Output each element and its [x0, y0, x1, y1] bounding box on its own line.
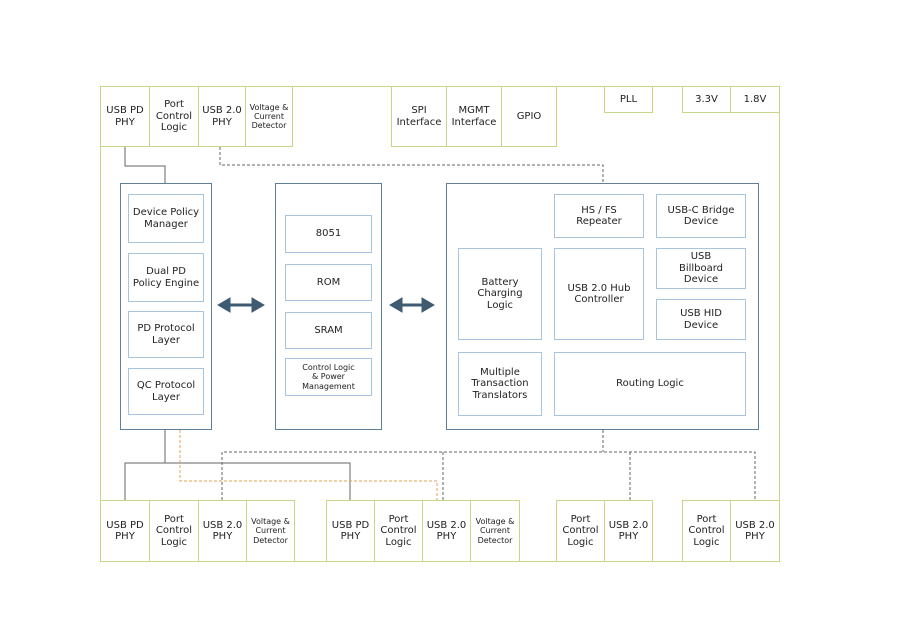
- usb20-hub-controller: USB 2.0 Hub Controller: [554, 248, 644, 340]
- orange-dashed-connector: [179, 430, 438, 500]
- top-dashed-connector: [219, 147, 604, 183]
- bottom4-usb20-phy: USB 2.0 PHY: [730, 500, 780, 562]
- usb-billboard-device: USB Billboard Device: [656, 248, 746, 289]
- hs-fs-repeater: HS / FS Repeater: [554, 194, 644, 238]
- double-arrow-left: [217, 297, 265, 313]
- gpio: GPIO: [501, 86, 557, 147]
- top-port-control-logic: Port Control Logic: [149, 86, 199, 147]
- bottom3-usb20-phy: USB 2.0 PHY: [604, 500, 653, 562]
- multiple-transaction-translators: Multiple Transaction Translators: [458, 352, 542, 416]
- mgmt-interface: MGMT Interface: [446, 86, 502, 147]
- pd-protocol-layer: PD Protocol Layer: [128, 311, 204, 358]
- voltage-1v8: 1.8V: [730, 86, 780, 113]
- bottom2-usb-pd-phy: USB PD PHY: [326, 500, 375, 562]
- bottom2-voltage-detector: Voltage & Current Detector: [470, 500, 520, 562]
- control-logic-power-management: Control Logic & Power Management: [285, 358, 372, 396]
- bottom1-usb20-phy: USB 2.0 PHY: [198, 500, 247, 562]
- usbc-bridge-device: USB-C Bridge Device: [656, 194, 746, 238]
- bottom1-voltage-detector: Voltage & Current Detector: [246, 500, 295, 562]
- pll: PLL: [604, 86, 653, 113]
- top-left-connector: [124, 147, 166, 183]
- bottom2-port-control-logic: Port Control Logic: [374, 500, 423, 562]
- qc-protocol-layer: QC Protocol Layer: [128, 368, 204, 415]
- top-usb-pd-phy: USB PD PHY: [100, 86, 150, 147]
- bottom4-port-control-logic: Port Control Logic: [682, 500, 731, 562]
- bottom1-usb-pd-phy: USB PD PHY: [100, 500, 150, 562]
- bottom3-port-control-logic: Port Control Logic: [556, 500, 605, 562]
- top-usb20-phy: USB 2.0 PHY: [198, 86, 246, 147]
- top-voltage-detector: Voltage & Current Detector: [245, 86, 293, 147]
- spi-interface: SPI Interface: [391, 86, 447, 147]
- usb-hid-device: USB HID Device: [656, 299, 746, 340]
- rom: ROM: [285, 264, 372, 301]
- bottom2-usb20-phy: USB 2.0 PHY: [422, 500, 471, 562]
- dual-pd-policy-engine: Dual PD Policy Engine: [128, 253, 204, 302]
- mcu-8051: 8051: [285, 215, 372, 253]
- sram: SRAM: [285, 312, 372, 349]
- bottom1-port-control-logic: Port Control Logic: [149, 500, 199, 562]
- routing-logic: Routing Logic: [554, 352, 746, 416]
- double-arrow-right: [389, 297, 435, 313]
- device-policy-manager: Device Policy Manager: [128, 194, 204, 243]
- voltage-3v3: 3.3V: [682, 86, 731, 113]
- dashed-bus: [221, 451, 756, 500]
- battery-charging-logic: Battery Charging Logic: [458, 248, 542, 340]
